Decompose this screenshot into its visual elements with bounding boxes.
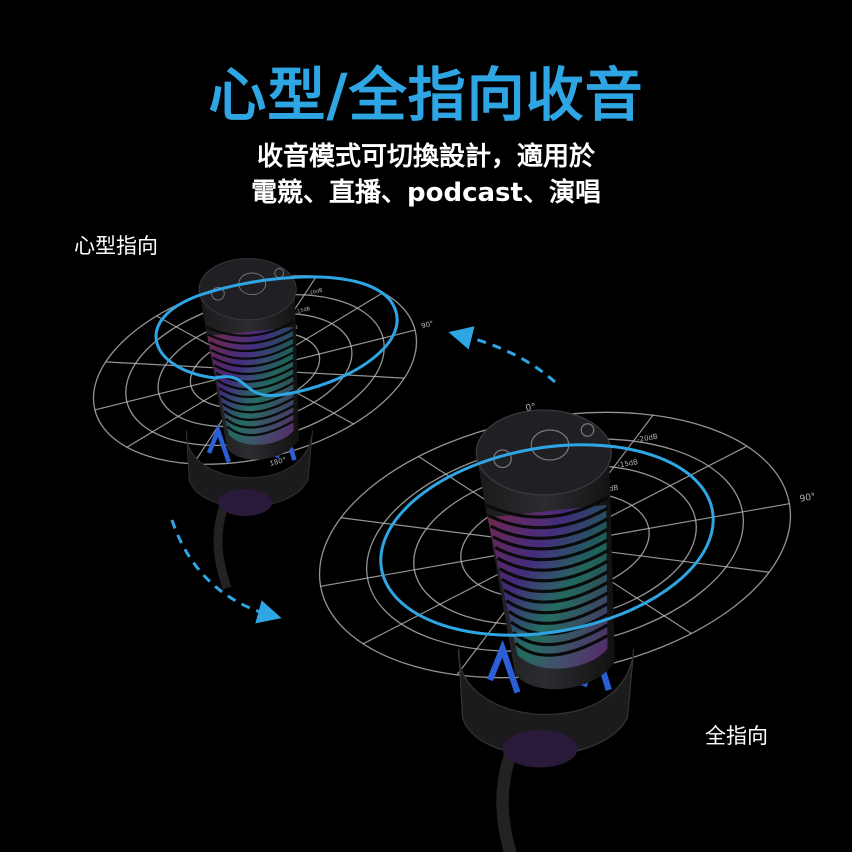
omni-label: 全指向 <box>705 724 768 748</box>
polar-angle-label: 90° <box>420 320 434 331</box>
subtitle-line-1: 收音模式可切換設計，適用於 <box>256 142 595 172</box>
shock-mount <box>458 648 635 756</box>
cardioid-label: 心型指向 <box>74 234 158 258</box>
grille-slat <box>501 570 609 594</box>
mic-top <box>198 258 297 321</box>
grille-slat <box>507 602 609 625</box>
grille-slat <box>207 328 295 345</box>
microphone-cardioid <box>186 258 313 590</box>
grille-slat <box>496 549 609 572</box>
grille-slat <box>226 420 295 437</box>
grille-slat <box>485 496 609 519</box>
grille-slat <box>490 517 609 540</box>
cardioid-pattern <box>154 275 399 398</box>
polar-angle-label: 180° <box>269 456 287 468</box>
subtitle-line-2: 電競、直播、podcast、演唱 <box>251 178 601 208</box>
grille-slat <box>209 335 295 353</box>
headline: 心型/全指向收音 <box>208 61 644 129</box>
polar-angle-label: 0° <box>525 402 537 414</box>
polar-db-label: -15dB <box>295 306 311 316</box>
polar-db-label: -15dB <box>617 458 639 470</box>
grille-slat <box>221 397 295 414</box>
grille-slat <box>213 358 295 376</box>
grille-slat <box>223 404 295 421</box>
grille-slat <box>212 351 295 368</box>
mode-button <box>211 286 225 301</box>
grille-slat <box>218 381 295 398</box>
shock-mount <box>186 430 313 508</box>
grille-slat <box>503 581 609 604</box>
polar-angle-label: 90° <box>799 492 816 505</box>
grille-slat <box>225 412 295 429</box>
curved-arrow-icon <box>170 519 282 624</box>
grille-slat <box>492 528 609 551</box>
grille-slat <box>505 591 609 615</box>
grille-slat <box>512 623 609 647</box>
grille-slat <box>494 538 609 562</box>
microphone-omni <box>458 409 635 852</box>
polar-db-label: -20dB <box>307 287 323 297</box>
grille-slat <box>498 559 609 583</box>
grille-slat <box>487 506 609 530</box>
grille-slat <box>514 634 609 657</box>
grille-slat <box>205 320 295 337</box>
mic-base-light <box>218 489 272 516</box>
mic-base-light <box>502 730 578 768</box>
microphone-icon <box>580 423 595 437</box>
grille-slat <box>210 343 295 360</box>
mic-top <box>475 409 612 496</box>
polar-db-label: -20dB <box>637 433 659 445</box>
omni-pattern <box>379 443 715 637</box>
curved-arrow-icon <box>448 326 556 384</box>
